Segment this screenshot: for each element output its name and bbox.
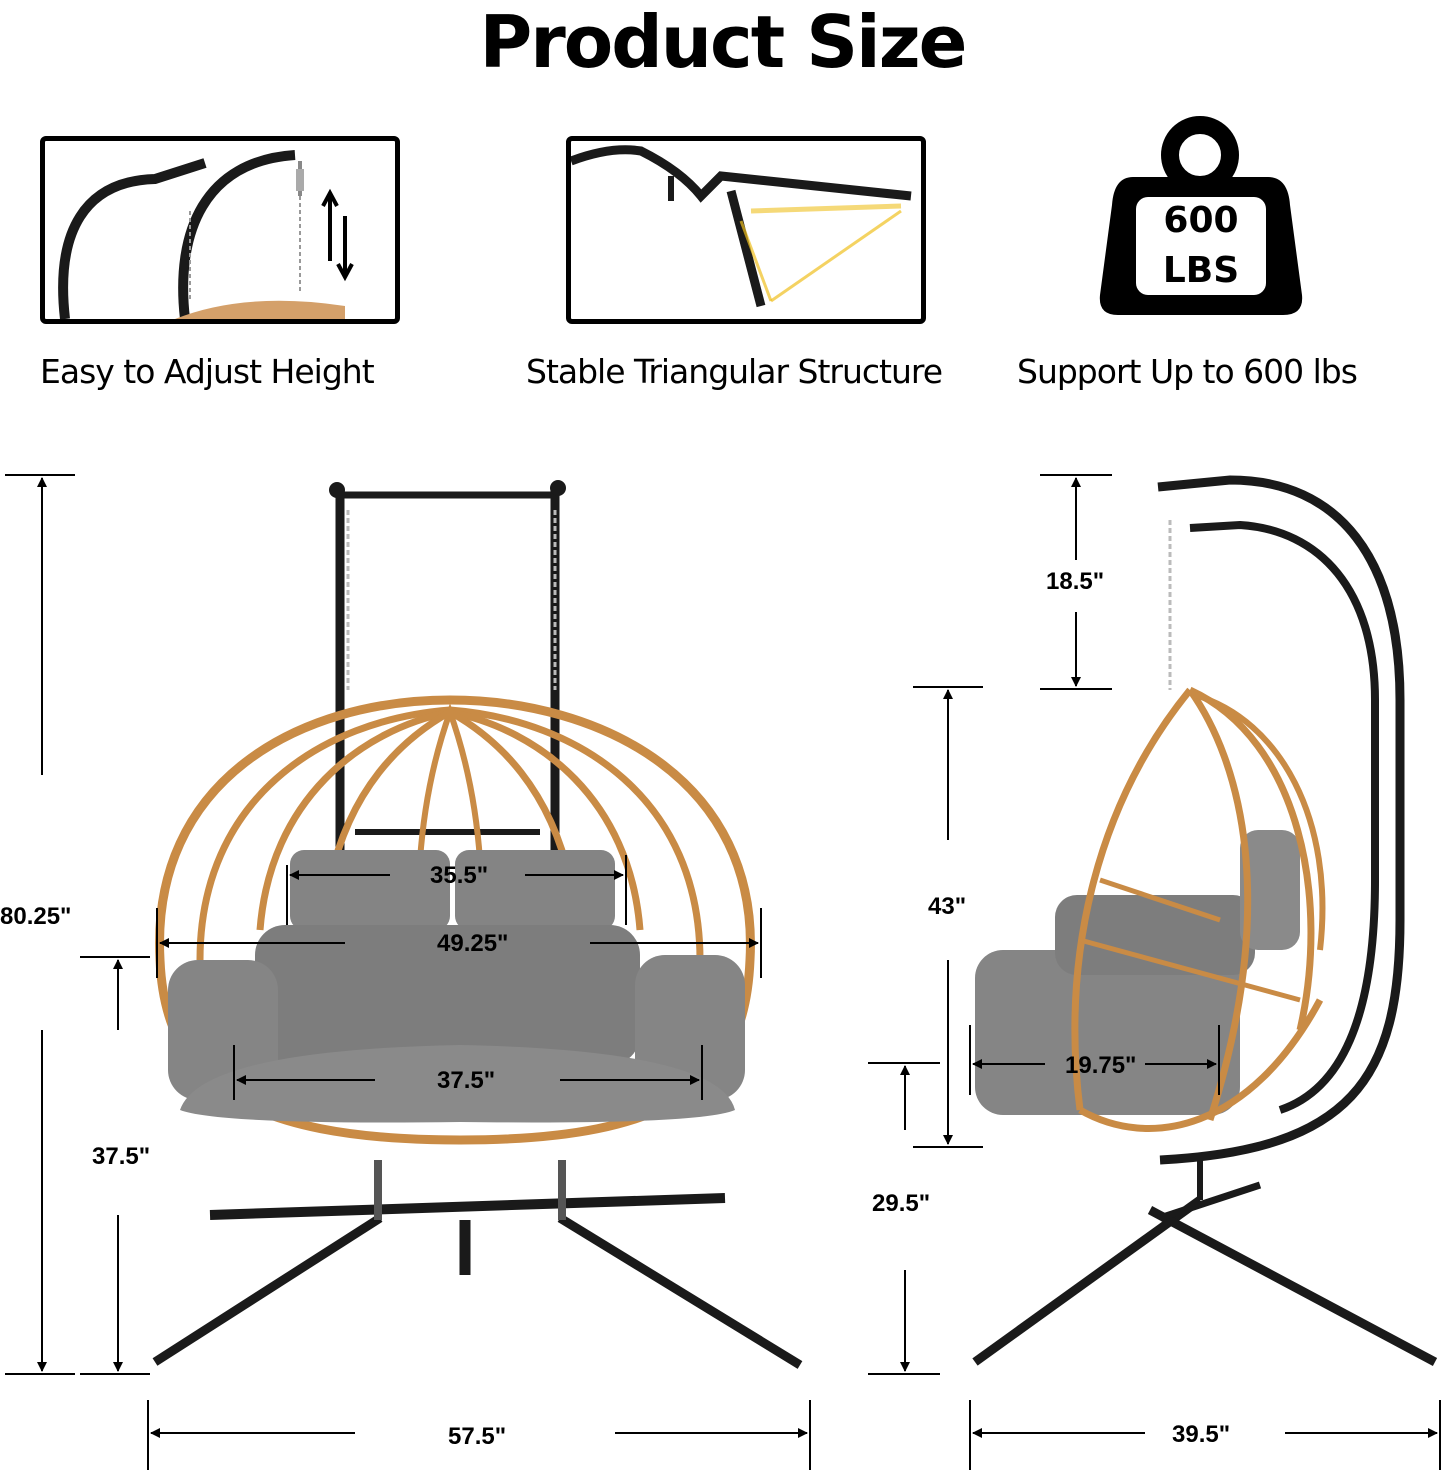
side-view-chair [972,475,1438,1366]
feature-label-weight-support: Support Up to 600 lbs [1017,352,1358,391]
weight-unit: LBS [1163,250,1239,291]
triangular-structure-photo [566,136,926,324]
weight-icon: 600 LBS [1098,115,1303,320]
dim-basket-width: 49.25" [437,930,509,957]
side-dimension-lines [868,474,1441,1470]
dim-basket-height: 43" [928,893,967,920]
dim-seat-width: 37.5" [437,1067,496,1094]
adjust-height-photo [40,136,400,324]
front-view-chair [152,480,803,1369]
dim-total-height: 80.25" [0,903,72,930]
dim-pillow-width: 35.5" [430,862,489,889]
dim-base-depth: 39.5" [1172,1421,1231,1448]
feature-label-triangular-structure: Stable Triangular Structure [526,352,943,391]
dim-chain-length: 18.5" [1046,568,1105,595]
front-dimension-lines [5,474,811,1470]
up-down-arrow-icon [321,188,354,282]
weight-value: 600 [1163,200,1238,241]
feature-label-adjust-height: Easy to Adjust Height [40,352,375,391]
dim-ground-clearance: 29.5" [872,1190,931,1217]
dim-base-width: 57.5" [448,1423,507,1450]
dim-seat-height: 37.5" [92,1143,151,1170]
dim-seat-depth: 19.75" [1065,1052,1137,1079]
page-title: Product Size [479,0,968,84]
